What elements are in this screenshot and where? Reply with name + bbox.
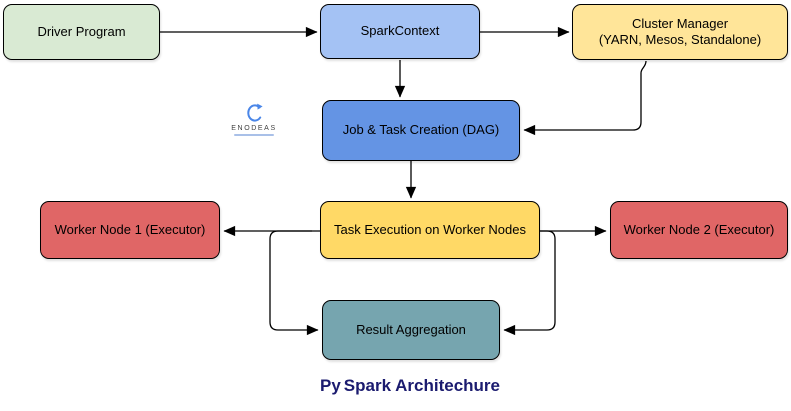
node-worker-node-1-label: Worker Node 1 (Executor) [54,221,206,237]
enodeas-logo-icon [246,103,263,122]
arrow-clustermanager-to-jobtask [523,60,647,136]
node-result-aggregation: Result Aggregation [322,300,500,360]
arrow-worker1-to-resultaggregation [269,230,319,336]
node-spark-context: SparkContext [320,4,480,59]
node-spark-context-label: SparkContext [360,23,440,39]
diagram-title-prefix: Py [319,376,341,395]
brand-watermark: ENODEAS [228,103,280,136]
node-worker-node-2-label: Worker Node 2 (Executor) [623,221,775,237]
brand-name: ENODEAS [231,125,277,132]
node-cluster-manager-label-line2: (YARN, Mesos, Standalone) [598,32,762,47]
node-driver-program: Driver Program [3,4,160,60]
node-job-task-creation-label: Job & Task Creation (DAG) [342,122,500,138]
node-task-execution: Task Execution on Worker Nodes [320,201,540,259]
node-worker-node-1: Worker Node 1 (Executor) [40,201,220,259]
node-cluster-manager: Cluster Manager (YARN, Mesos, Standalone… [572,4,788,60]
node-cluster-manager-label-line1: Cluster Manager [631,15,729,31]
node-result-aggregation-label: Result Aggregation [356,321,466,337]
node-driver-program-label: Driver Program [37,23,126,39]
brand-tagline [234,134,274,136]
node-task-execution-label: Task Execution on Worker Nodes [334,221,526,237]
node-worker-node-2: Worker Node 2 (Executor) [610,201,788,259]
node-job-task-creation: Job & Task Creation (DAG) [322,100,520,161]
diagram-title-rest: Spark Architechure [343,376,500,395]
